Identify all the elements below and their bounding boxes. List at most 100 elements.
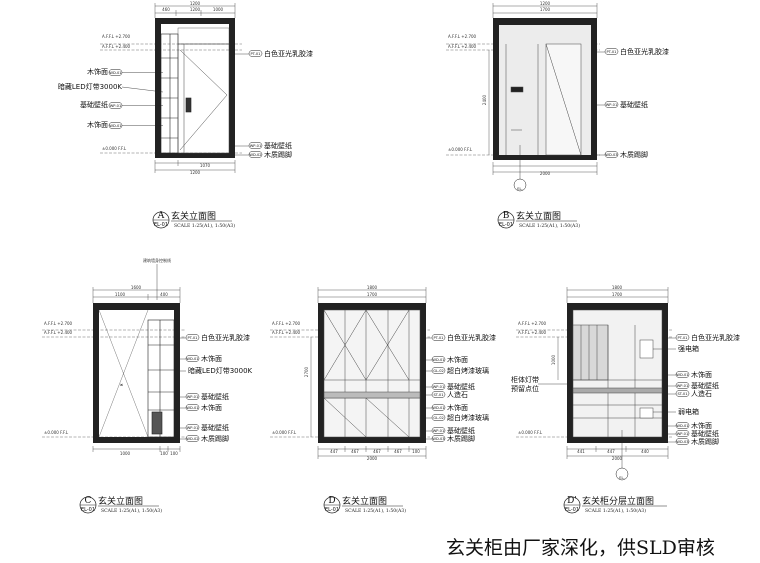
sheet-ref: EL-01	[81, 507, 95, 513]
left-note: 预留点位	[511, 384, 539, 393]
bottom-dim-label: 447	[607, 449, 615, 454]
callout-text: 暗藏LED灯带3000K	[58, 82, 123, 91]
top-dim-label: 1000	[213, 7, 224, 12]
material-tag	[185, 424, 200, 431]
side-dim-label: 1000	[551, 354, 556, 365]
material-tag	[675, 371, 690, 378]
bottom-dim-label: 100	[170, 451, 178, 456]
floor-slab	[93, 437, 180, 443]
floor-slab	[155, 153, 235, 158]
callout-text: 木质踢脚	[447, 434, 475, 443]
side-dim-label: 2400	[482, 94, 487, 105]
material-tag	[675, 430, 690, 437]
callout-text: 强电箱	[678, 344, 699, 353]
level-label: A.F.F.L +2.700	[44, 321, 73, 326]
bottom-dim-label: 447	[330, 449, 338, 454]
bottom-dim-label: 100	[412, 449, 420, 454]
sheet-ref: EL-01	[499, 222, 513, 228]
right-callouts: PT-01 白色亚光乳胶漆 WD-01 木饰面 暗藏LED灯带3000K WP-…	[174, 333, 253, 443]
bottom-dimensions	[492, 162, 598, 175]
material-tag	[604, 101, 619, 108]
material-tag-code: WP-01	[433, 385, 445, 389]
material-tag-code: WP-01	[433, 429, 445, 433]
level-label: A.F.F.L +2.700	[272, 321, 301, 326]
bottom-dim-label: 467	[373, 449, 381, 454]
ceiling-slab	[493, 18, 597, 25]
callout-text: 暗藏LED灯带3000K	[188, 366, 253, 375]
material-tag-code: WD-03	[605, 153, 617, 157]
ceiling-slab	[567, 303, 668, 310]
level-label: ±0.000 F.F.L	[448, 147, 473, 152]
section-marker: EL-	[513, 145, 527, 192]
top-dim-label: 1800	[367, 285, 378, 290]
material-tag	[675, 382, 690, 389]
top-dim-label: 1700	[612, 292, 623, 297]
drawing-title: A EL-01 玄关立面图 SCALE 1:25(A1), 1:50(A3)	[152, 210, 235, 229]
wall-panel-cross: ×	[98, 309, 149, 438]
callout-text: 基础壁纸	[447, 382, 475, 391]
material-tag	[185, 334, 200, 341]
ceiling-slab	[155, 18, 235, 24]
bottom-dimensions	[566, 446, 669, 459]
elevation-d: 1800 1700 A.F.F.L +2.700 A.F.F.L +2.400 …	[270, 285, 496, 514]
material-tag-code: WD-01	[186, 406, 198, 410]
elevation-c: 建筑墙身控制线 1600 1100 400 A.F.F.L +2.700 A.F…	[42, 257, 253, 514]
callout-text: 超白烤漆玻璃	[447, 366, 489, 375]
bottom-dim-label: 1200	[190, 170, 201, 175]
callout-text: 木饰面	[87, 120, 108, 129]
cabinet-layers	[572, 309, 663, 438]
left-wall	[318, 303, 324, 443]
level-label: ±0.000 F.F.L	[44, 430, 69, 435]
level-label: A.F.F.L +2.400	[518, 330, 547, 335]
material-tag-code: WD-01	[186, 357, 198, 361]
material-tag	[248, 151, 263, 158]
top-dim-label: 1200	[190, 7, 201, 12]
material-tag	[185, 355, 200, 362]
floor-slab	[318, 437, 426, 443]
drawing-letter: D'	[567, 496, 577, 506]
bottom-dim-label: 1000	[120, 451, 131, 456]
ceiling-panel	[177, 27, 230, 45]
right-callouts: PT-01 白色亚光乳胶漆 强电箱 WD-01 木饰面 WP-01 基础壁纸 S…	[653, 333, 740, 446]
top-dim-label: 1600	[131, 285, 142, 290]
right-wall	[174, 303, 180, 443]
drawing-letter: D	[328, 496, 335, 506]
material-tag-code: PT-01	[434, 336, 444, 340]
callout-text: 木质踢脚	[264, 150, 292, 159]
cross-mark: ×	[120, 383, 123, 387]
material-tag-code: GL-02	[433, 369, 444, 373]
material-tag-code: WD-01	[676, 373, 688, 377]
callout-text: 基础壁纸	[80, 100, 108, 109]
bottom-dimensions	[154, 160, 236, 173]
material-tag	[431, 404, 446, 411]
material-tag-code: WP-01	[187, 426, 199, 430]
elevation-d-prime: 1800 1700 A.F.F.L +2.700 A.F.F.L +2.400 …	[511, 285, 740, 514]
level-label: A.F.F.L +2.400	[448, 44, 477, 49]
material-tag	[675, 438, 690, 445]
top-dimensions	[92, 287, 181, 303]
callout-text: 白色亚光乳胶漆	[620, 47, 669, 56]
material-tag-code: ST-01	[677, 392, 687, 396]
bottom-dim-label: 2000	[540, 171, 551, 176]
material-tag	[248, 50, 263, 57]
drawing-title: D' EL-01 玄关柜分层立面图 SCALE 1:25(A1), 1:50(A…	[563, 495, 667, 514]
callout-text: 基础壁纸	[201, 392, 229, 401]
material-tag-code: ST-01	[433, 393, 443, 397]
material-tag-code: WD-03	[432, 437, 444, 441]
level-markers: A.F.F.L +2.700 A.F.F.L +2.400 ±0.000 F.F…	[102, 34, 131, 151]
level-label: ±0.000 F.F.L	[272, 430, 297, 435]
callout-text: 基础壁纸	[620, 100, 648, 109]
sheet-ref: EL-01	[325, 507, 339, 513]
callout-text: 弱电箱	[678, 407, 699, 416]
material-tag-code: WP-01	[606, 103, 618, 107]
top-dim-label: 400	[160, 292, 168, 297]
left-wall	[493, 18, 499, 160]
material-tag-code: WD-01	[432, 358, 444, 362]
right-wall	[591, 18, 597, 160]
material-tag-code: WD-02	[186, 437, 198, 441]
bottom-dim-label: 1070	[200, 163, 211, 168]
bottom-total-label: 2000	[612, 456, 623, 461]
right-callouts: PT-01 白色亚光乳胶漆 WD-01 木饰面 GL-02 超白烤漆玻璃 WP-…	[420, 333, 496, 443]
level-label: A.F.F.L +2.700	[102, 34, 131, 39]
section-mark-text: EL-	[619, 476, 625, 480]
